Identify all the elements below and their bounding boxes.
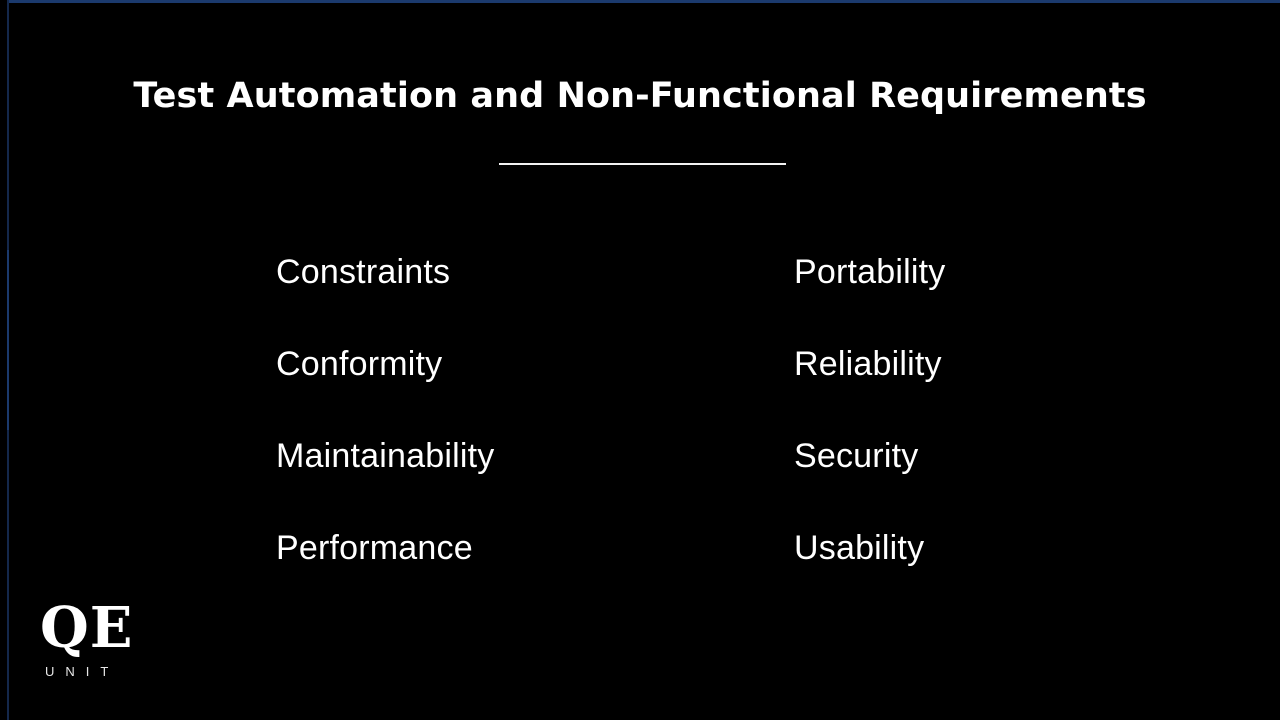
qe-unit-logo: QE UNIT [40,600,200,680]
list-item: Maintainability [276,437,495,475]
list-item: Security [794,437,919,475]
right-column: Portability Reliability Security Usabili… [794,234,1280,602]
left-accent-line-highlight [7,250,9,430]
left-column: Constraints Conformity Maintainability P… [276,234,776,602]
title-divider [499,163,786,165]
logo-wordmark: UNIT [45,664,120,679]
nfr-list: Constraints Conformity Maintainability P… [0,234,1280,594]
list-item: Conformity [276,345,443,383]
page-title: Test Automation and Non-Functional Requi… [133,76,1147,116]
logo-monogram: QE [40,595,134,661]
list-item: Reliability [794,345,942,383]
top-accent-line [8,0,1280,3]
list-item: Usability [794,529,925,567]
list-item: Constraints [276,253,451,291]
list-item: Performance [276,529,473,567]
list-item: Portability [794,253,946,291]
